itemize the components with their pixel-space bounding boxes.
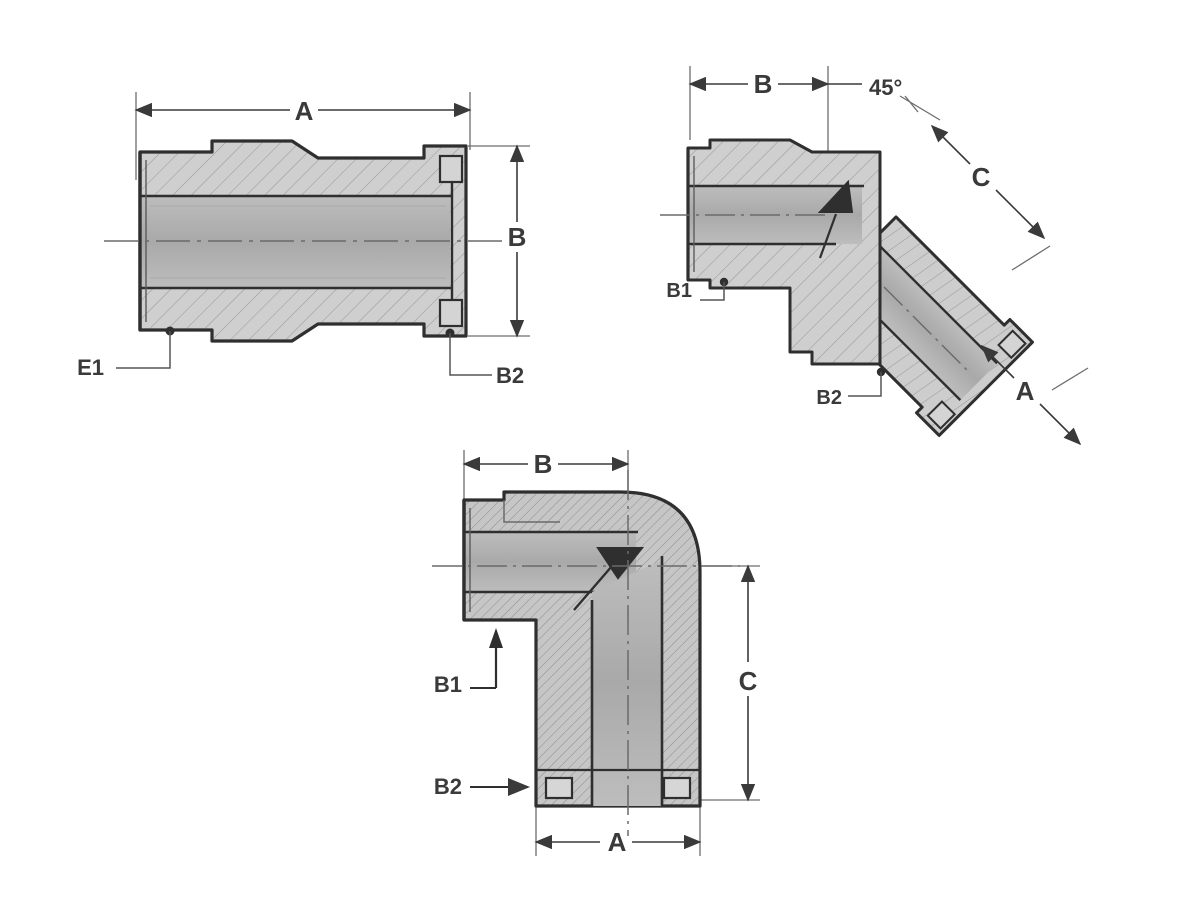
elbow90-bore-horizontal (464, 532, 636, 592)
coupling-shading (150, 205, 446, 279)
dimension-label-B-90: B (534, 449, 553, 479)
branch-groove-top (997, 329, 1027, 360)
view-90-elbow: B C A (432, 449, 760, 857)
branch-bore-top (872, 238, 998, 365)
oring-groove-top (438, 154, 464, 184)
view-straight-coupling: A B (77, 92, 530, 388)
flow-arrow-tail-45 (818, 213, 838, 259)
dimension-label-B-straight: B (508, 222, 527, 252)
flow-arrow-45 (817, 179, 854, 213)
dimension-A-45: A (980, 344, 1082, 446)
dimension-C-90: C (739, 564, 758, 802)
annotation-label-45-degrees: 45° (869, 75, 902, 100)
callout-label-E1-straight: E1 (77, 355, 104, 380)
leader-E1-straight: E1 (77, 326, 175, 380)
dimension-label-C-45: C (972, 162, 991, 192)
dimension-B-90: B (462, 449, 630, 479)
leader-line-b2 (449, 333, 492, 376)
dimension-label-B-45: B (754, 69, 773, 99)
coupling-bore-fill (140, 196, 450, 288)
flange-groove-left (544, 776, 574, 800)
leader-B2-straight: B2 (445, 328, 524, 388)
dimension-A-90: A (534, 827, 702, 857)
elbow90-bore-vertical (592, 560, 662, 806)
dimension-B-straight: B (508, 144, 527, 338)
elbow-90-body (432, 470, 740, 836)
annotation-angle-45: 45° (828, 75, 919, 113)
leader-B2-90: B2 (434, 774, 530, 799)
callout-label-B2-90: B2 (434, 774, 462, 799)
leader-arrow-b1-90 (489, 628, 503, 648)
leader-line-b1-45 (700, 282, 725, 301)
leader-B2-45: B2 (816, 367, 886, 409)
callout-label-B2-straight: B2 (496, 363, 524, 388)
branch-groove-bottom (926, 400, 957, 430)
elbow90-counterbore-step (503, 500, 560, 523)
dimension-label-A-45: A (1016, 376, 1035, 406)
leader-B1-45: B1 (666, 277, 729, 302)
dimension-B-45: B (688, 69, 830, 99)
dimension-C-45: C (930, 124, 1046, 240)
dimension-label-A-90: A (608, 827, 627, 857)
flow-arrow-tail-90 (573, 565, 613, 611)
leader-line-b2-45 (848, 372, 882, 397)
callout-label-B1-90: B1 (434, 672, 462, 697)
dimension-A-straight: A (134, 96, 472, 126)
dimension-label-C-90: C (739, 666, 758, 696)
leader-B1-90: B1 (434, 628, 503, 697)
flange-groove-right (662, 776, 692, 800)
callout-label-B2-45: B2 (816, 387, 842, 409)
dimension-label-A-straight: A (295, 96, 314, 126)
branch-centerline (854, 257, 970, 373)
oring-groove-bottom (438, 298, 464, 328)
leader-line-e1 (116, 331, 171, 369)
callout-label-B1-45: B1 (666, 280, 692, 302)
flow-arrow-90 (596, 547, 645, 580)
view-45-elbow: B 45° (660, 66, 1089, 446)
elbow-45-body (660, 138, 1034, 437)
angle-leader-tick (904, 95, 919, 113)
